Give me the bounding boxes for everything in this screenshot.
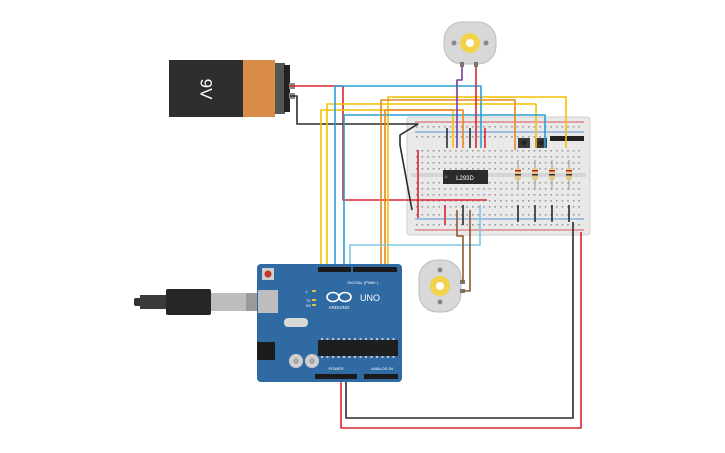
breadboard[interactable] [406,116,591,236]
breadboard-jumpers [444,128,570,225]
wire-orange-2[interactable] [384,109,464,268]
chip-pins [321,338,395,358]
resistor-2[interactable] [532,160,538,190]
wires [290,67,582,429]
wire-lightblue[interactable] [349,205,481,268]
push-buttons[interactable] [518,136,584,148]
arduino-brand: ARDUINO [329,305,350,310]
wire-battery-negative[interactable] [290,95,419,211]
wire-motor-bottom-b[interactable] [463,210,471,292]
arduino-logo-icon [326,291,352,303]
motor-top[interactable] [443,21,497,67]
wire-motor-bottom-a[interactable] [456,210,464,282]
resistor-3[interactable] [549,160,555,190]
l293d-label: L293D [456,176,474,182]
battery[interactable]: 9V [169,60,295,117]
wire-blue-2[interactable] [343,114,546,268]
analog-header-label: ANALOG IN [371,366,393,371]
wire-motor-top-a[interactable] [456,67,463,148]
digital-header-label: DIGITAL (PWM~) [348,280,380,285]
resistors[interactable] [515,160,572,190]
arduino-model: UNO [360,293,380,303]
arduino-uno[interactable]: ARDUINO UNO DIGITAL (PWM~) POWER ANALOG … [257,264,402,382]
l293d-chip[interactable]: L293D [443,170,488,184]
motor-bottom[interactable] [418,259,465,313]
wire-yellow-3[interactable] [387,96,567,268]
power-header-label: POWER [328,366,343,371]
wire-orange-1[interactable] [380,99,516,268]
battery-label: 9V [197,79,216,100]
tx-label: TX [306,299,311,303]
usb-cable[interactable] [134,289,260,315]
wire-battery-positive[interactable] [290,85,487,201]
wire-ground-loop[interactable] [345,222,574,419]
resistor-1[interactable] [515,160,521,190]
wire-power-loop[interactable] [340,232,582,429]
resistor-4[interactable] [566,160,572,190]
wire-blue-1[interactable] [334,85,482,268]
l-label: L [306,290,308,294]
wire-yellow-2[interactable] [326,103,537,268]
rx-label: RX [306,304,312,308]
